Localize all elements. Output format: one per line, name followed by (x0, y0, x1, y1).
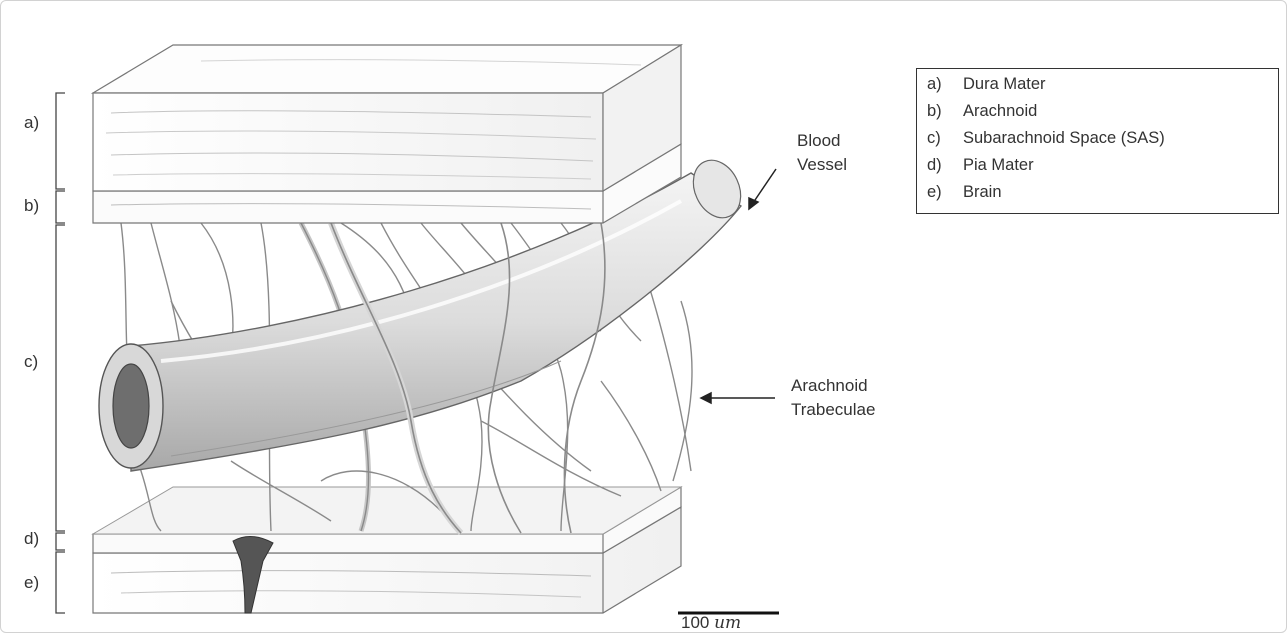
legend-item: b)Arachnoid (927, 102, 1037, 121)
legend-label: Subarachnoid Space (SAS) (963, 129, 1165, 147)
legend-label: Dura Mater (963, 75, 1046, 93)
bracket-d (56, 533, 65, 550)
legend-key: b) (927, 102, 963, 121)
legend-item: e)Brain (927, 183, 1002, 202)
layer-label-d: d) (24, 529, 39, 549)
trabeculae-label-line2: Trabeculae (791, 398, 875, 422)
scale-bar-value: 100 (681, 613, 709, 632)
layer-label-a: a) (24, 113, 39, 133)
legend-key: a) (927, 75, 963, 94)
trabeculae-label: Arachnoid Trabeculae (791, 374, 875, 422)
layer-label-e: e) (24, 573, 39, 593)
blood-vessel-label: Blood Vessel (797, 129, 847, 177)
trabeculae-label-line1: Arachnoid (791, 374, 875, 398)
legend-label: Pia Mater (963, 156, 1034, 174)
layer-label-b: b) (24, 196, 39, 216)
legend-item: a)Dura Mater (927, 75, 1046, 94)
legend-label: Brain (963, 183, 1002, 201)
legend-key: e) (927, 183, 963, 202)
layer-brackets (56, 93, 65, 613)
legend-item: c)Subarachnoid Space (SAS) (927, 129, 1165, 148)
bracket-a (56, 93, 65, 189)
blood-vessel-arrow (753, 169, 776, 203)
scale-bar-unit: um (714, 613, 741, 633)
bracket-b (56, 191, 65, 223)
dura-mater-layer (93, 45, 681, 191)
bracket-e (56, 552, 65, 613)
legend-item: d)Pia Mater (927, 156, 1034, 175)
blood-vessel-label-line2: Vessel (797, 153, 847, 177)
layer-label-c: c) (24, 352, 38, 372)
scale-bar-label: 100 um (681, 613, 741, 633)
legend-label: Arachnoid (963, 102, 1037, 120)
legend-key: d) (927, 156, 963, 175)
legend-key: c) (927, 129, 963, 148)
legend-box: a)Dura Mater b)Arachnoid c)Subarachnoid … (916, 68, 1279, 214)
blood-vessel-label-line1: Blood (797, 129, 847, 153)
bracket-c (56, 225, 65, 531)
